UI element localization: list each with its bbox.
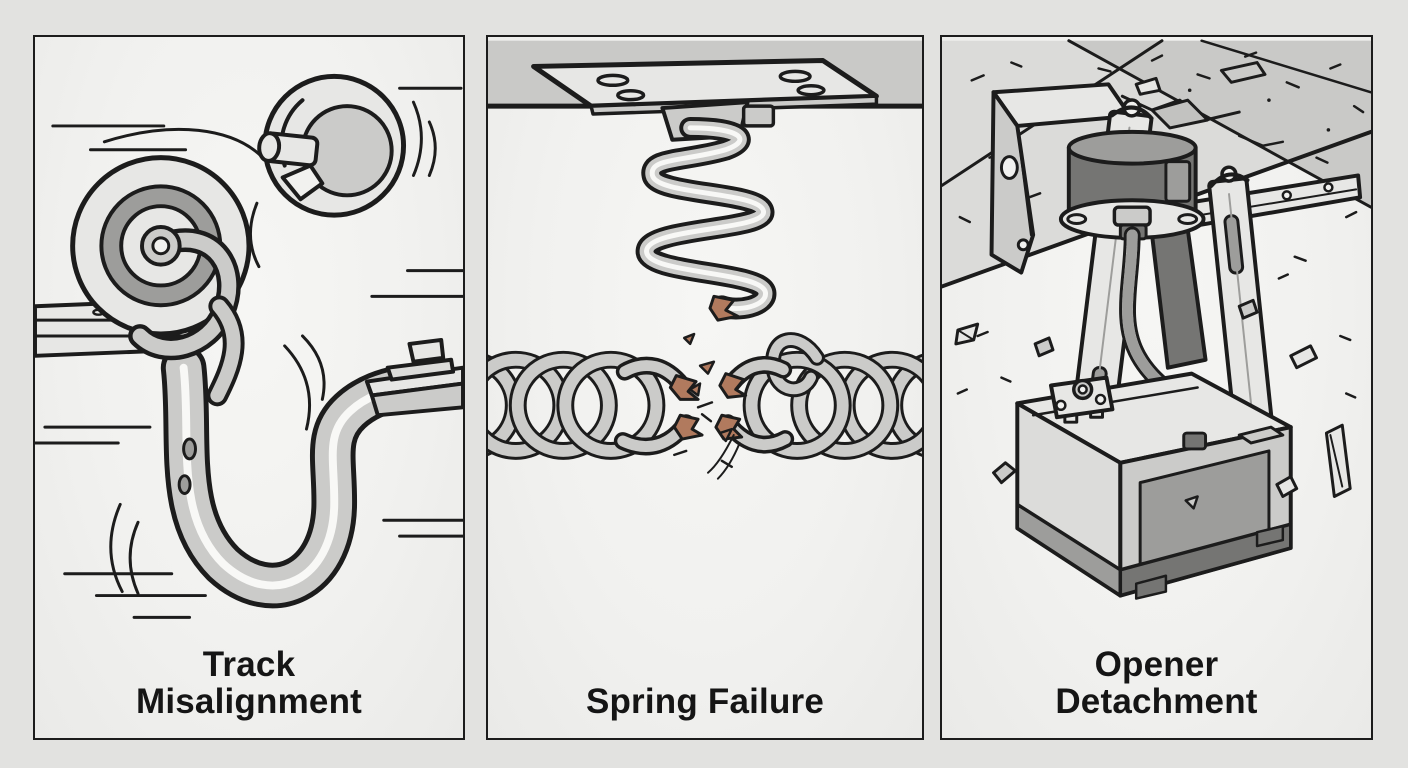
panel-opener-detachment: Opener Detachment: [940, 35, 1373, 740]
power-conduit: [1118, 223, 1193, 443]
panel-caption: Spring Failure: [488, 683, 922, 720]
speed-lines: [35, 86, 463, 619]
panel-track-misalignment: Track Misalignment: [33, 35, 465, 740]
bent-track-strap: [179, 368, 403, 586]
roller-wheel: [70, 155, 252, 396]
motor-head: [1058, 129, 1206, 240]
caption-line: Opener: [1094, 644, 1219, 684]
ceiling-bracket-left: [989, 82, 1133, 275]
falling-debris: [954, 298, 1352, 510]
bent-track-right-rail: [364, 337, 463, 418]
detached-roller: [257, 73, 407, 218]
spring-failure-illustration: [488, 40, 922, 480]
ceiling-crack: [1120, 61, 1285, 147]
opener-detachment-illustration: [942, 39, 1371, 600]
panel-spring-failure: Spring Failure: [486, 35, 924, 740]
track-misalignment-illustration: [35, 73, 463, 619]
panel-caption: Opener Detachment: [942, 646, 1371, 720]
caption-line: Misalignment: [135, 681, 363, 721]
caption-line: Track: [202, 644, 296, 684]
hanging-coil-spring: [647, 128, 766, 346]
caption-line: Detachment: [1055, 681, 1258, 721]
panel-caption: Track Misalignment: [35, 646, 463, 720]
spring-debris: [673, 360, 741, 480]
mounting-plate: [531, 58, 879, 142]
broken-spring-right: [714, 332, 922, 460]
broken-spring-left: [488, 350, 704, 460]
opener-unit: [1015, 371, 1293, 600]
caption-line: Spring Failure: [585, 681, 825, 721]
